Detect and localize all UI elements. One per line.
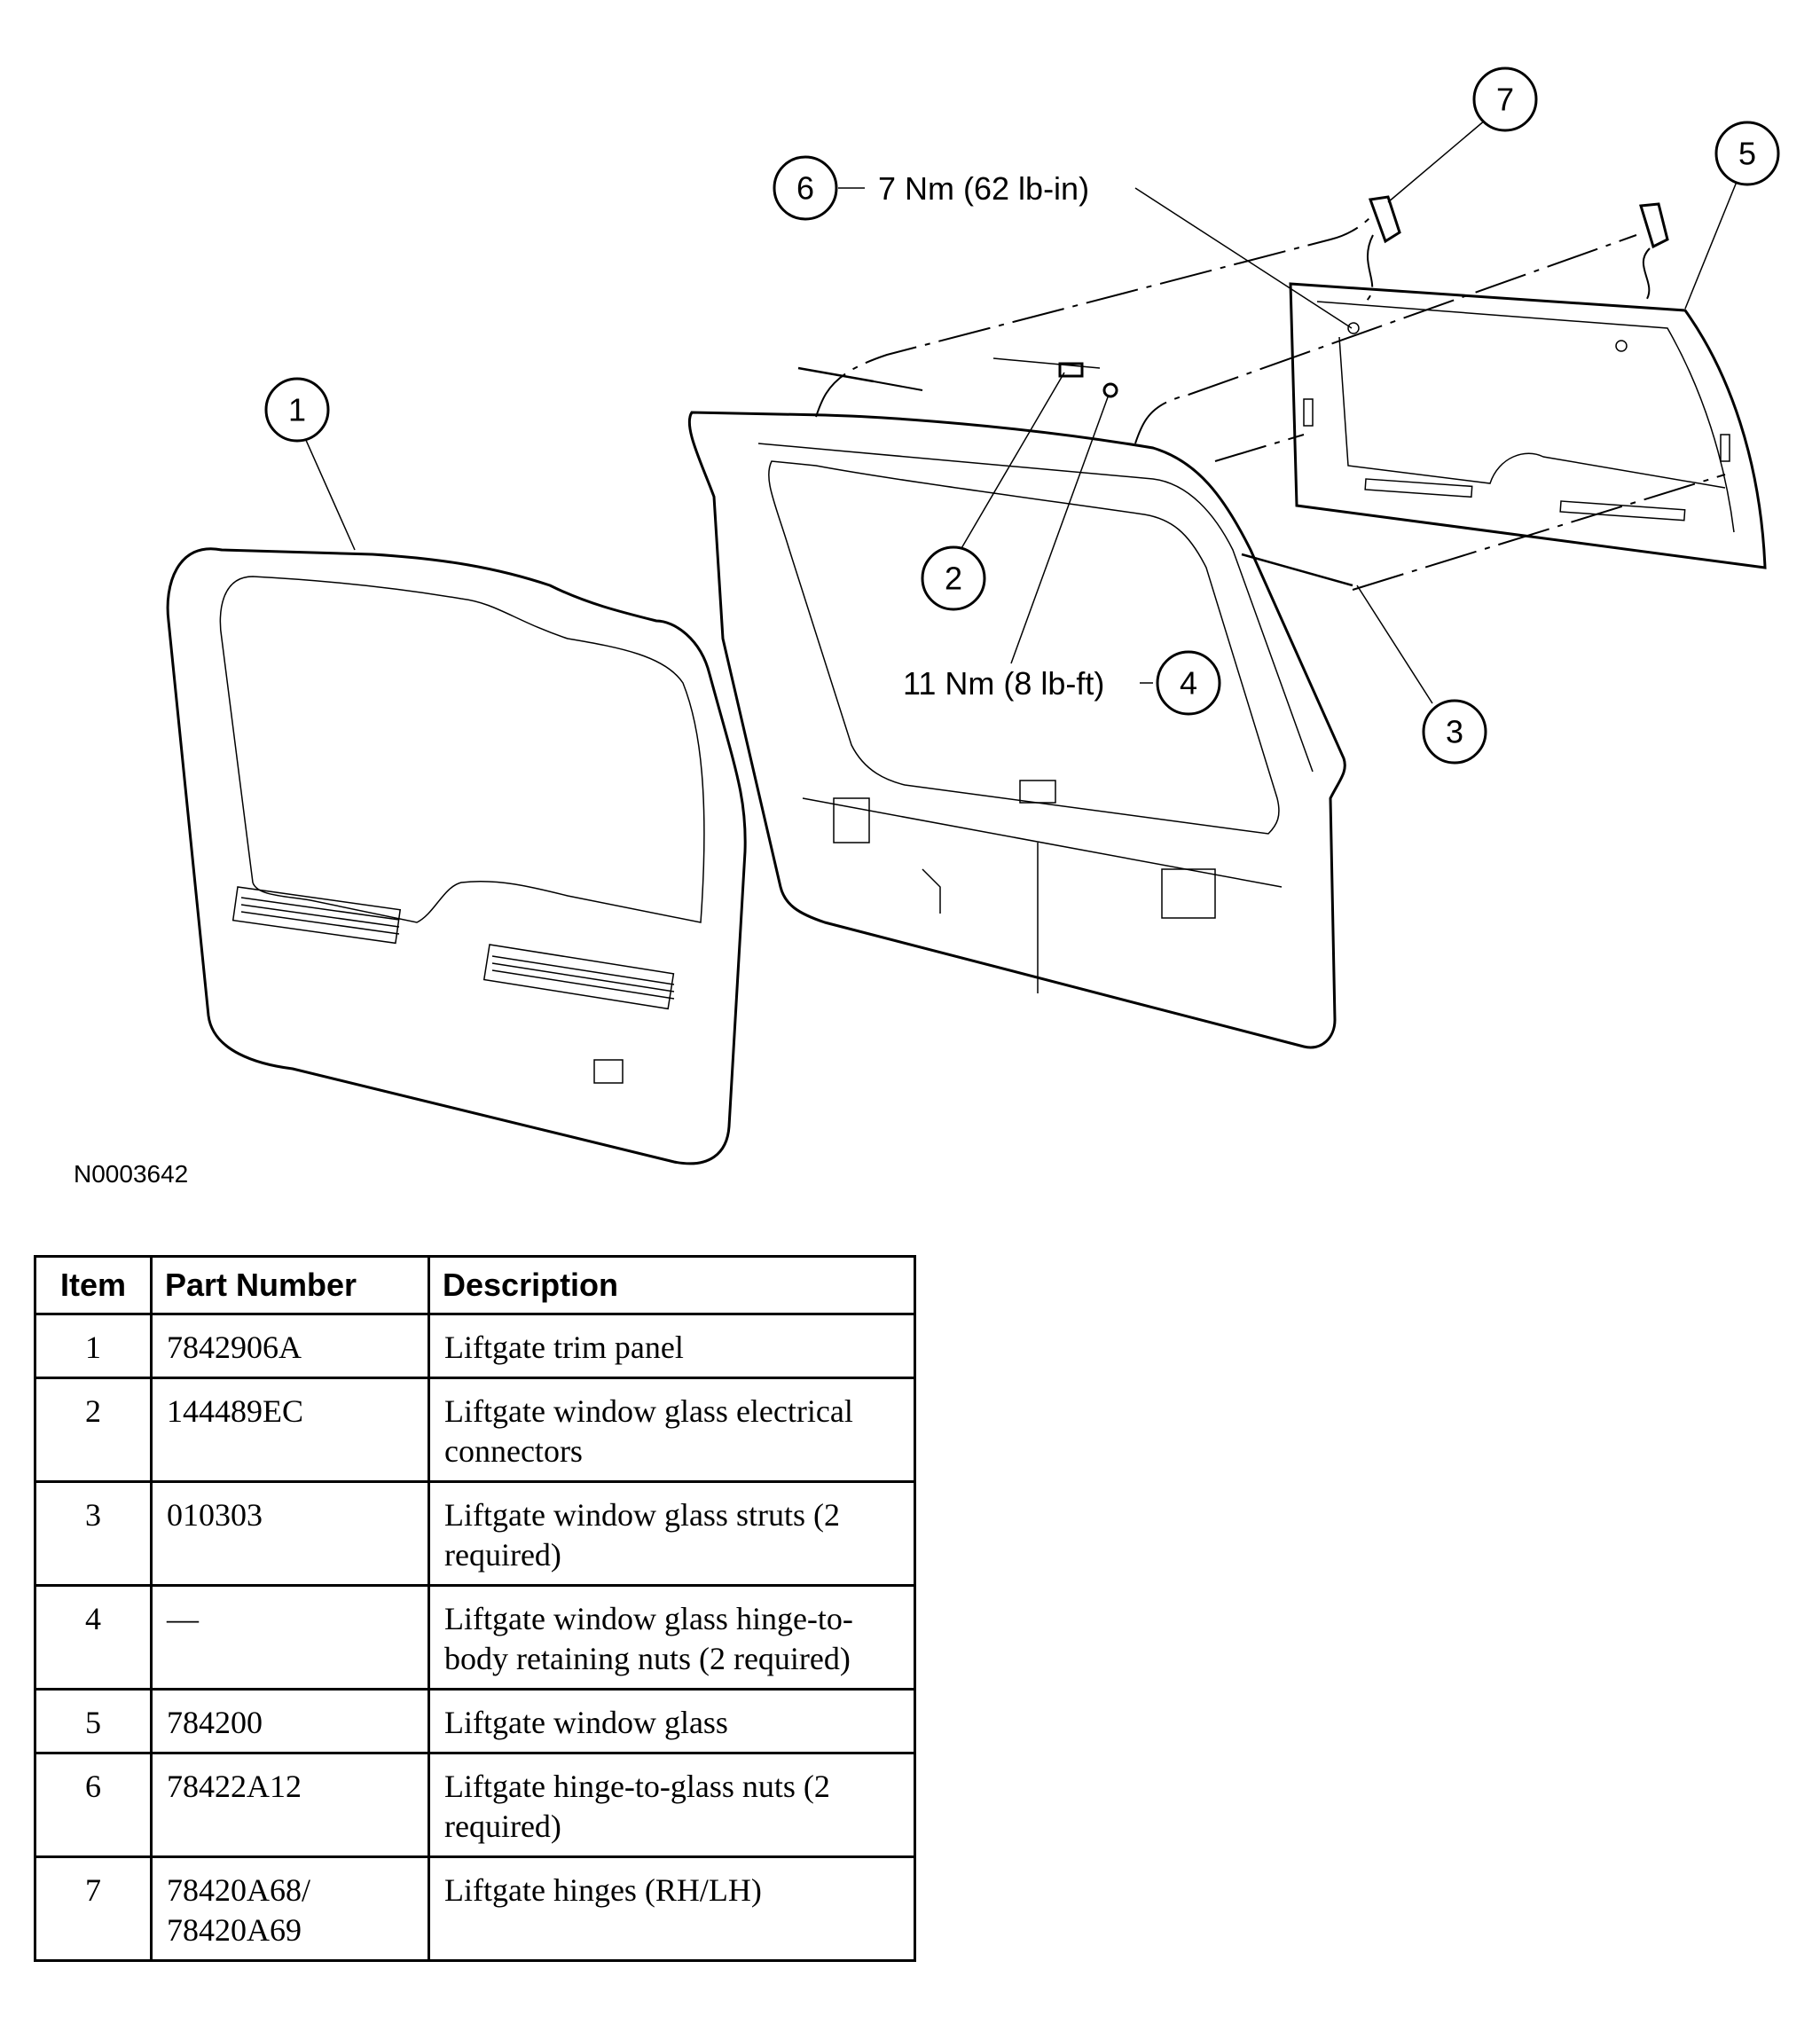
leader-5 (1684, 177, 1739, 310)
trim-panel-vent-left (231, 886, 402, 945)
cell-part-number: 7842906A (150, 1313, 430, 1379)
exploded-view-diagram: 1 2 3 4 5 6 7 7 Nm (62 lb-in) 11 Nm (8 l… (74, 67, 1780, 1188)
callout-6: 6 (773, 155, 838, 221)
table-row: 1 7842906A Liftgate trim panel (34, 1313, 916, 1379)
cell-description: Liftgate window glass electrical connect… (428, 1377, 916, 1483)
cell-part-number: 144489EC (150, 1377, 430, 1483)
cell-item: 7 (34, 1855, 153, 1962)
cell-part-number: 78420A68/ 78420A69 (150, 1855, 430, 1962)
leader-4 (1010, 394, 1110, 664)
alignment-line-glass-strut (1214, 434, 1305, 462)
callout-4: 4 (1156, 650, 1221, 716)
cell-item: 4 (34, 1584, 153, 1691)
callout-3: 3 (1422, 699, 1487, 765)
alignment-line-strut-glass (1352, 474, 1726, 591)
cell-description: Liftgate window glass hinge-to-body reta… (428, 1584, 916, 1691)
cell-description: Liftgate window glass struts (2 required… (428, 1480, 916, 1587)
torque-label-6: 7 Nm (62 lb-in) (878, 170, 1089, 207)
leader-1 (301, 429, 356, 551)
cell-item: 2 (34, 1377, 153, 1483)
alignment-line-hinge-right (1134, 234, 1637, 444)
window-glass-strut-left (797, 366, 923, 391)
window-glass-strut-right (1241, 553, 1353, 587)
trim-panel-latch-opening (593, 1059, 624, 1084)
header-item: Item (34, 1255, 153, 1315)
liftgate-window-glass (1289, 282, 1767, 569)
callout-7: 7 (1472, 67, 1538, 132)
leader-6 (1134, 187, 1353, 329)
inner-panel-opening-right (1161, 868, 1216, 919)
svg-text:7: 7 (1496, 82, 1514, 118)
cell-description: Liftgate window glass (428, 1688, 916, 1754)
cell-description: Liftgate hinge-to-glass nuts (2 required… (428, 1752, 916, 1858)
cell-description: Liftgate hinges (RH/LH) (428, 1855, 916, 1962)
torque-label-4: 11 Nm (8 lb-ft) (903, 665, 1104, 702)
liftgate-inner-panel (687, 411, 1346, 1049)
electrical-connector (992, 357, 1101, 378)
figure-id: N0003642 (74, 1160, 188, 1188)
liftgate-hinge-left (1365, 195, 1401, 302)
inner-panel-opening-left (833, 797, 870, 843)
leader-7 (1387, 119, 1487, 203)
cell-part-number: 78422A12 (150, 1752, 430, 1858)
leader-2 (957, 372, 1065, 555)
table-header-row: Item Part Number Description (34, 1255, 916, 1315)
svg-text:1: 1 (288, 392, 306, 428)
parts-table: Item Part Number Description 1 7842906A … (34, 1255, 916, 1962)
cell-item: 5 (34, 1688, 153, 1754)
svg-text:6: 6 (796, 170, 814, 207)
trim-panel-vent-right (482, 944, 675, 1010)
table-row: 2 144489EC Liftgate window glass electri… (34, 1377, 916, 1483)
callout-2: 2 (921, 545, 986, 611)
liftgate-trim-panel (166, 547, 747, 1165)
retaining-nut (1102, 382, 1118, 398)
cell-part-number: 010303 (150, 1480, 430, 1587)
alignment-line-hinge-left (815, 216, 1371, 418)
cell-part-number: 784200 (150, 1688, 430, 1754)
callout-5: 5 (1714, 121, 1780, 186)
table-row: 3 010303 Liftgate window glass struts (2… (34, 1480, 916, 1587)
header-part-number: Part Number (150, 1255, 430, 1315)
cell-description: Liftgate trim panel (428, 1313, 916, 1379)
cell-item: 3 (34, 1480, 153, 1587)
callout-1: 1 (264, 377, 330, 443)
table-row: 6 78422A12 Liftgate hinge-to-glass nuts … (34, 1752, 916, 1858)
svg-text:2: 2 (945, 561, 962, 597)
svg-text:5: 5 (1738, 136, 1756, 172)
cell-part-number: — (150, 1584, 430, 1691)
header-description: Description (428, 1255, 916, 1315)
table-row: 7 78420A68/ 78420A69 Liftgate hinges (RH… (34, 1855, 916, 1962)
leader-3 (1356, 584, 1433, 704)
table-row: 5 784200 Liftgate window glass (34, 1688, 916, 1754)
table-row: 4 — Liftgate window glass hinge-to-body … (34, 1584, 916, 1691)
cell-item: 6 (34, 1752, 153, 1858)
cell-item: 1 (34, 1313, 153, 1379)
liftgate-hinge-right (1639, 202, 1669, 302)
svg-text:4: 4 (1180, 665, 1197, 702)
svg-text:3: 3 (1446, 714, 1463, 750)
